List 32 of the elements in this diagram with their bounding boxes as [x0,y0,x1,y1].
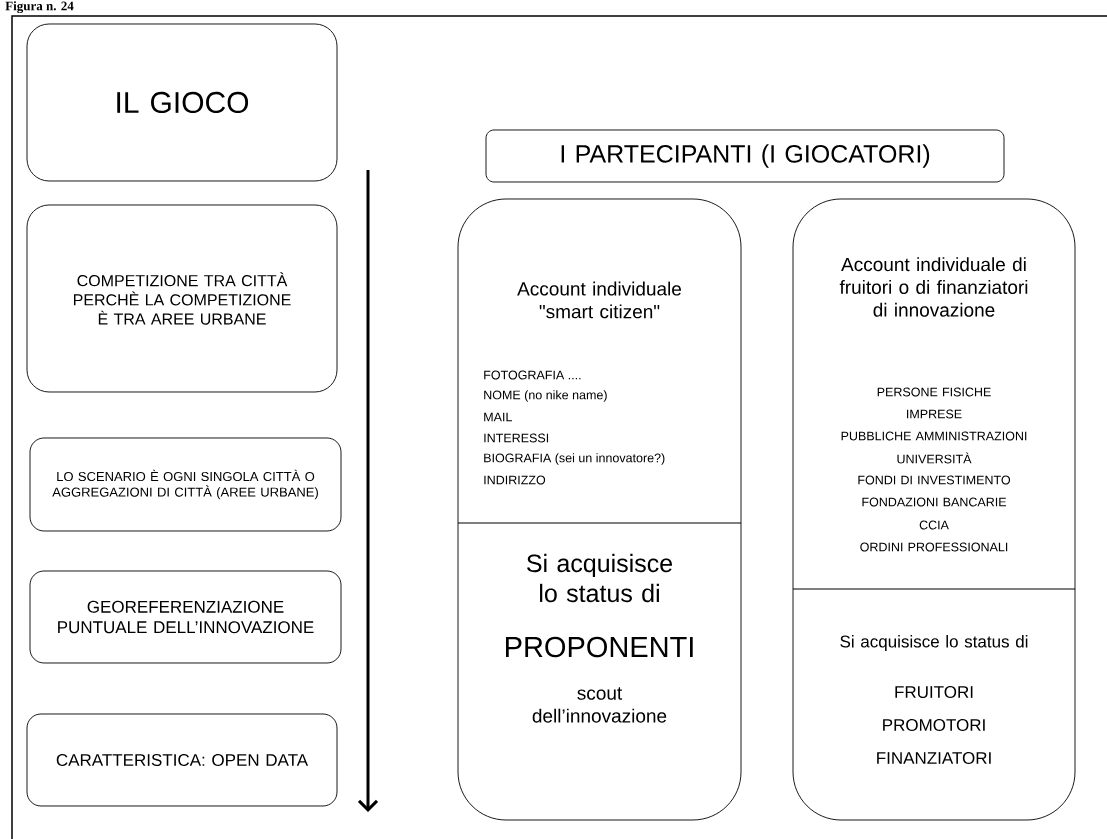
process-box: GEOREFERENZIAZIONE PUNTUALE DELL’INNOVAZIONE [29,570,342,664]
list-item: BIOGRAFIA (sei un innovatore?) [484,453,665,465]
card [457,198,742,821]
status-text: scout dell’innovazione [532,687,667,723]
list-item: UNIVERSITÀ [897,452,972,464]
list-item: CCIA [919,520,949,530]
process-box: COMPETIZIONE TRA CITTÀ PERCHÈ LA COMPETIZIONE È TRA AREE URBANE [26,204,338,393]
status-text: Si acquisisce lo status di [527,553,672,603]
heading-box: IL GIOCO [26,23,338,182]
card-heading: Account individuale di fruitori o di finanziatori di innovazione [839,257,1028,317]
list-item: INDIRIZZO [484,475,546,485]
list-item: IMPRESE [907,409,962,419]
status-text: FINANZIATORI [877,752,991,764]
list-item: ORDINI PROFESSIONALI [860,542,1008,552]
status-text: PROMOTORI [883,719,985,731]
card [792,198,1076,821]
figure-title: Figura n. 24 [5,1,74,14]
status-text: Si acquisisce lo status di [840,635,1028,651]
status-text: PROPONENTI [506,636,693,658]
process-box: CARATTERISTICA: OPEN DATA [26,713,338,807]
list-item: FOTOGRAFIA .... [484,370,581,380]
list-item: FONDI DI INVESTIMENTO [858,475,1011,485]
list-item: INTERESSI [484,433,549,443]
list-item: MAIL [484,412,512,422]
card-heading: Account individuale "smart citizen" [517,281,681,319]
list-item: FONDAZIONI BANCARIE [862,497,1007,507]
status-text: FRUITORI [895,686,973,698]
process-box: LO SCENARIO È OGNI SINGOLA CITTÀ O AGGREGAZIONI DI CITTÀ (AREE URBANE) [29,437,342,532]
list-item: PUBBLICHE AMMINISTRAZIONI [841,431,1027,441]
heading-box: I PARTECIPANTI (I GIOCATORI) [485,129,1005,183]
list-item: PERSONE FISICHE [877,387,991,397]
list-item: NOME (no nike name) [484,390,607,402]
